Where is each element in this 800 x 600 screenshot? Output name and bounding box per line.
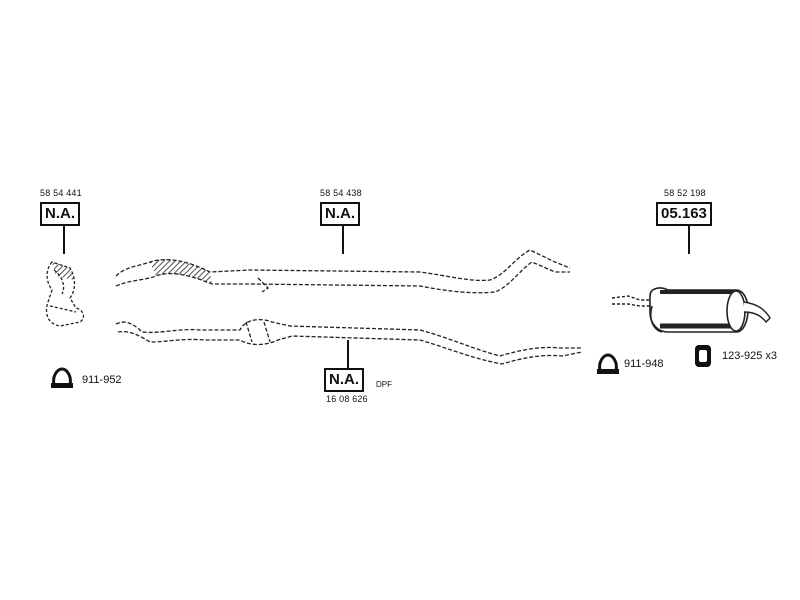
dpf-pipe-drawing [115,318,583,365]
front-pipe-code-box[interactable]: N.A. [40,202,80,226]
middle-pipe-ref: 58 54 438 [320,188,362,198]
rear-muffler-leader [688,226,690,254]
clamp-left-part-number: 911-952 [82,374,122,386]
front-pipe-hatch [52,262,74,280]
clamp-right-part-number: 911-948 [624,358,664,370]
clamp-icon [596,353,620,380]
middle-pipe-code-box[interactable]: N.A. [320,202,360,226]
rear-muffler-drawing [611,287,771,333]
hanger-part-number: 123-925 x3 [722,350,778,362]
rear-muffler-ref: 58 52 198 [664,188,706,198]
front-pipe-leader [63,226,65,254]
middle-pipe-drawing [115,249,571,294]
hanger-icon [693,342,713,375]
middle-pipe-hatch [150,259,212,284]
dpf-suffix: DPF [376,380,392,389]
front-pipe-ref: 58 54 441 [40,188,82,198]
middle-pipe-leader [342,226,344,254]
dpf-pipe-ref: 16 08 626 [326,394,368,404]
clamp-icon [50,367,74,394]
rear-muffler-code-box[interactable]: 05.163 [656,202,712,226]
dpf-pipe-leader [347,340,349,368]
dpf-pipe-code-box[interactable]: N.A. [324,368,364,392]
